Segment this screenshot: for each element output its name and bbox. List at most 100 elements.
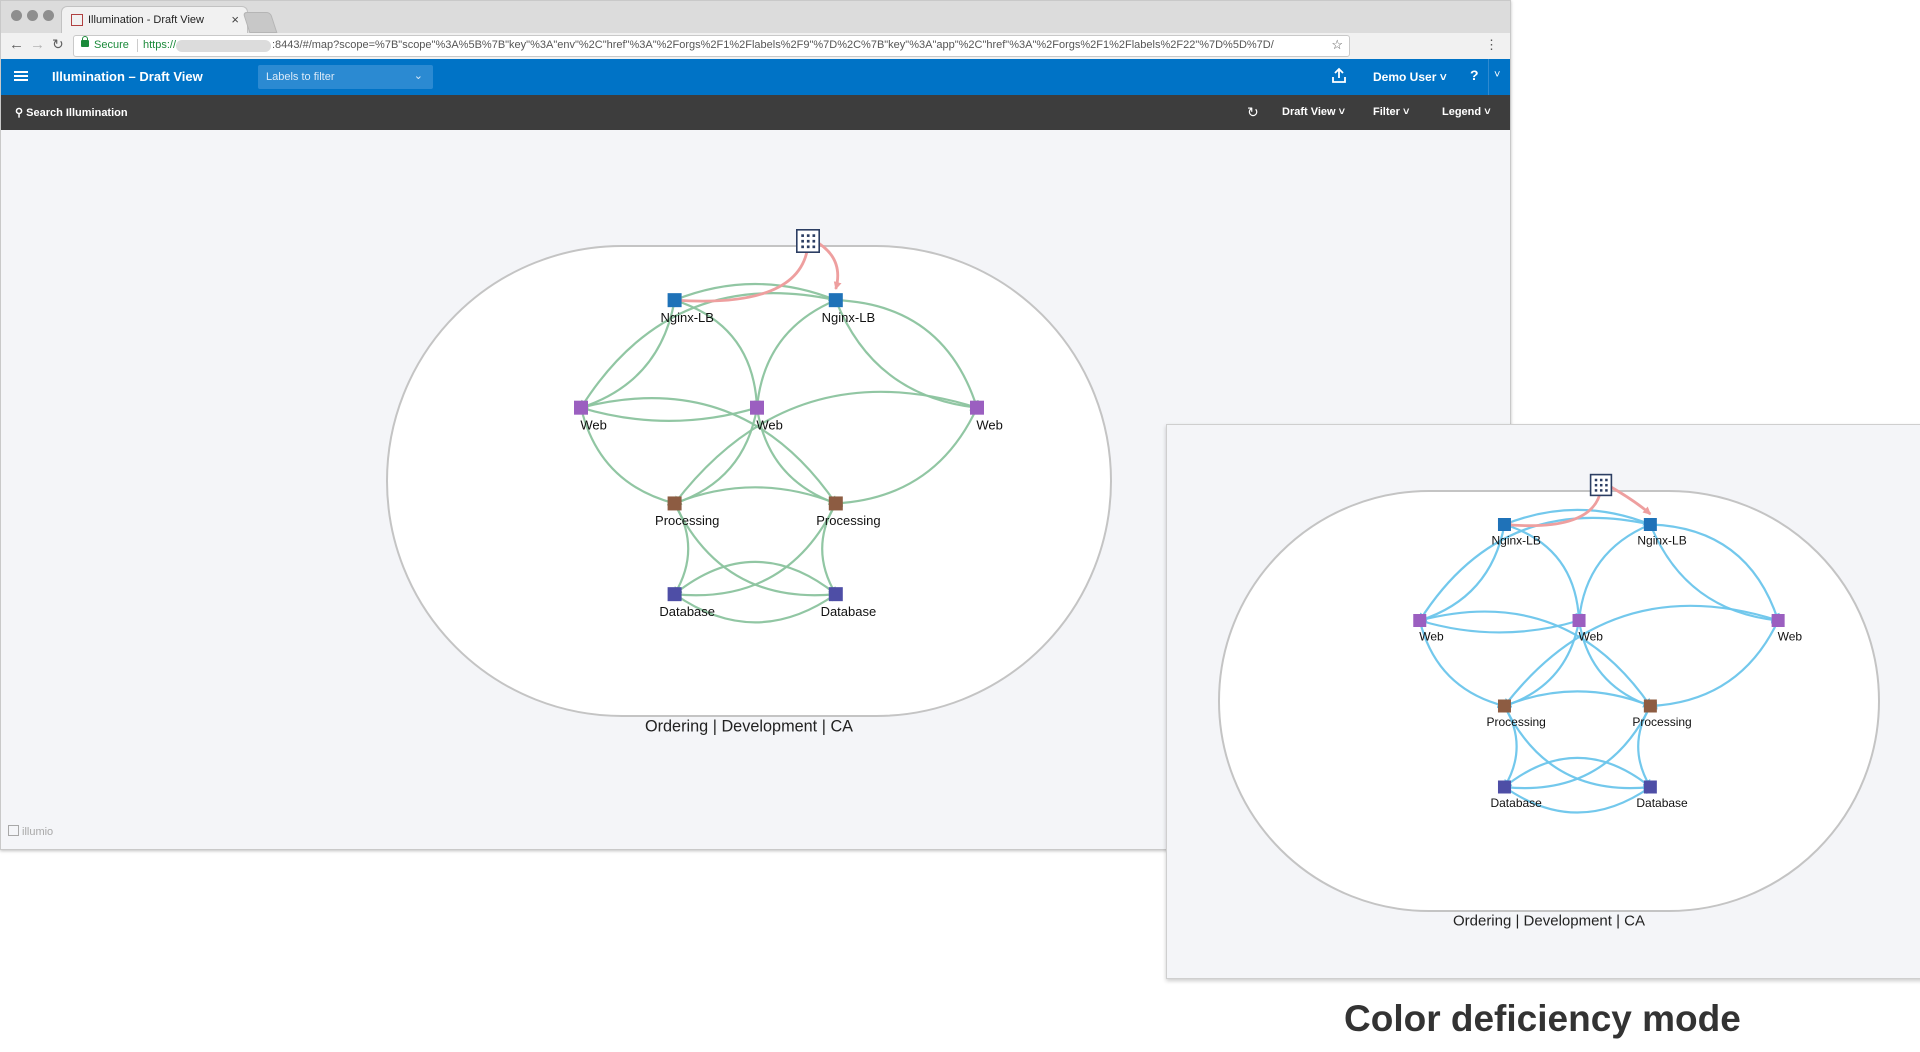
traffic-link[interactable] xyxy=(579,407,676,506)
traffic-link[interactable] xyxy=(580,405,758,422)
new-tab-button[interactable] xyxy=(242,12,278,33)
workload-node-web[interactable] xyxy=(1413,614,1427,627)
bookmark-star-icon[interactable]: ☆ xyxy=(1331,37,1343,52)
grid-dot xyxy=(801,239,804,243)
traffic-link[interactable] xyxy=(1649,524,1780,624)
workload-node-db[interactable] xyxy=(1497,780,1511,794)
traffic-link[interactable] xyxy=(1637,705,1652,788)
external-link[interactable] xyxy=(673,245,810,305)
traffic-link[interactable] xyxy=(580,292,837,409)
workload-node-web[interactable] xyxy=(1771,614,1785,627)
traffic-link[interactable] xyxy=(674,282,837,302)
grid-dot xyxy=(806,245,810,249)
browser-menu-icon[interactable]: ⋮ xyxy=(1485,37,1498,52)
workload-node-lb[interactable] xyxy=(1497,518,1511,531)
workload-node-web[interactable] xyxy=(750,400,764,415)
filter-label: Filter xyxy=(1373,106,1400,118)
traffic-link[interactable] xyxy=(1418,516,1651,622)
workload-node-db[interactable] xyxy=(667,587,682,602)
workload-node-proc[interactable] xyxy=(1497,699,1511,713)
reload-icon[interactable]: ↻ xyxy=(52,36,64,52)
search-label: Search Illumination xyxy=(26,107,128,119)
traffic-link[interactable] xyxy=(834,299,978,411)
group-boundary[interactable] xyxy=(386,245,1112,717)
workload-node-db[interactable] xyxy=(828,587,843,602)
traffic-link[interactable] xyxy=(1503,604,1779,707)
traffic-link[interactable] xyxy=(1503,756,1652,788)
traffic-link[interactable] xyxy=(674,486,837,505)
workload-node-web[interactable] xyxy=(970,400,984,415)
group-boundary[interactable] xyxy=(1218,490,1880,912)
tab-strip: Illumination - Draft View × xyxy=(1,1,1510,34)
traffic-link[interactable] xyxy=(1418,620,1506,709)
node-label: Nginx-LB xyxy=(1637,534,1686,548)
back-arrow-icon[interactable]: ← xyxy=(9,36,24,53)
traffic-link[interactable] xyxy=(1418,618,1580,634)
workload-node-web[interactable] xyxy=(574,400,588,415)
help-button[interactable]: ? xyxy=(1470,67,1479,83)
workload-node-lb[interactable] xyxy=(1643,518,1657,531)
traffic-link[interactable] xyxy=(1575,523,1651,622)
maximize-window-dot[interactable] xyxy=(43,10,54,21)
traffic-link[interactable] xyxy=(821,502,837,596)
traffic-link[interactable] xyxy=(1504,508,1652,526)
traffic-link[interactable] xyxy=(580,397,837,505)
traffic-link[interactable] xyxy=(1419,610,1652,707)
traffic-link[interactable] xyxy=(673,593,837,624)
tab-close-icon[interactable]: × xyxy=(231,12,239,27)
legend-label: Legend xyxy=(1442,106,1482,118)
browser-tab[interactable]: Illumination - Draft View × xyxy=(61,6,248,34)
hamburger-menu-icon[interactable] xyxy=(14,71,28,81)
traffic-link[interactable] xyxy=(673,502,837,599)
grid-dot xyxy=(1605,478,1608,482)
workload-node-proc[interactable] xyxy=(667,496,682,511)
traffic-link[interactable] xyxy=(1650,523,1780,622)
traffic-link[interactable] xyxy=(673,390,978,505)
traffic-link[interactable] xyxy=(1504,690,1652,708)
workload-node-proc[interactable] xyxy=(828,496,843,511)
export-icon[interactable] xyxy=(1331,67,1347,85)
traffic-link[interactable] xyxy=(835,299,979,409)
refresh-icon[interactable]: ↻ xyxy=(1247,104,1259,120)
chevron-down-icon: ˅ xyxy=(1402,106,1410,118)
workload-node-db[interactable] xyxy=(1643,780,1657,794)
traffic-link[interactable] xyxy=(1503,786,1652,814)
filter-dropdown[interactable]: Filter ˅ xyxy=(1373,106,1409,118)
search-button[interactable]: ⚲ Search Illumination xyxy=(15,106,128,119)
favicon-icon xyxy=(71,14,83,26)
user-menu-button[interactable]: Demo User ˅ xyxy=(1373,70,1447,84)
node-label: Web xyxy=(976,417,1003,432)
caption: Color deficiency mode xyxy=(1344,998,1741,1039)
traffic-link[interactable] xyxy=(674,299,761,409)
close-window-dot[interactable] xyxy=(11,10,22,21)
traffic-link[interactable] xyxy=(753,299,837,409)
minimize-window-dot[interactable] xyxy=(27,10,38,21)
traffic-link[interactable] xyxy=(834,407,978,508)
traffic-link[interactable] xyxy=(1504,523,1583,622)
traffic-link[interactable] xyxy=(673,560,837,596)
legend-dropdown[interactable]: Legend ˅ xyxy=(1442,106,1491,118)
workload-node-lb[interactable] xyxy=(667,293,682,308)
traffic-link[interactable] xyxy=(1649,620,1780,710)
chevron-down-icon: ⌄ xyxy=(413,70,423,82)
grid-dot xyxy=(1594,483,1598,487)
traffic-link[interactable] xyxy=(673,502,837,599)
more-chevron-icon[interactable]: ˅ xyxy=(1494,69,1501,81)
page-title: Illumination – Draft View xyxy=(52,69,203,84)
external-link[interactable] xyxy=(1503,488,1603,530)
draft-view-dropdown[interactable]: Draft View ˅ xyxy=(1282,106,1345,118)
labels-filter-select[interactable]: Labels to filter ⌄ xyxy=(258,65,433,89)
url-input[interactable]: Secure https:// :8443/#/map?scope=%7B"sc… xyxy=(73,35,1350,57)
workload-node-lb[interactable] xyxy=(828,293,843,308)
workload-node-web[interactable] xyxy=(1572,614,1586,627)
node-label: Web xyxy=(1778,630,1803,644)
forward-arrow-icon[interactable]: → xyxy=(30,36,45,53)
workload-node-proc[interactable] xyxy=(1643,699,1657,713)
logo-text: illumio xyxy=(22,826,54,838)
traffic-link[interactable] xyxy=(1503,705,1652,792)
traffic-link[interactable] xyxy=(1503,705,1652,792)
